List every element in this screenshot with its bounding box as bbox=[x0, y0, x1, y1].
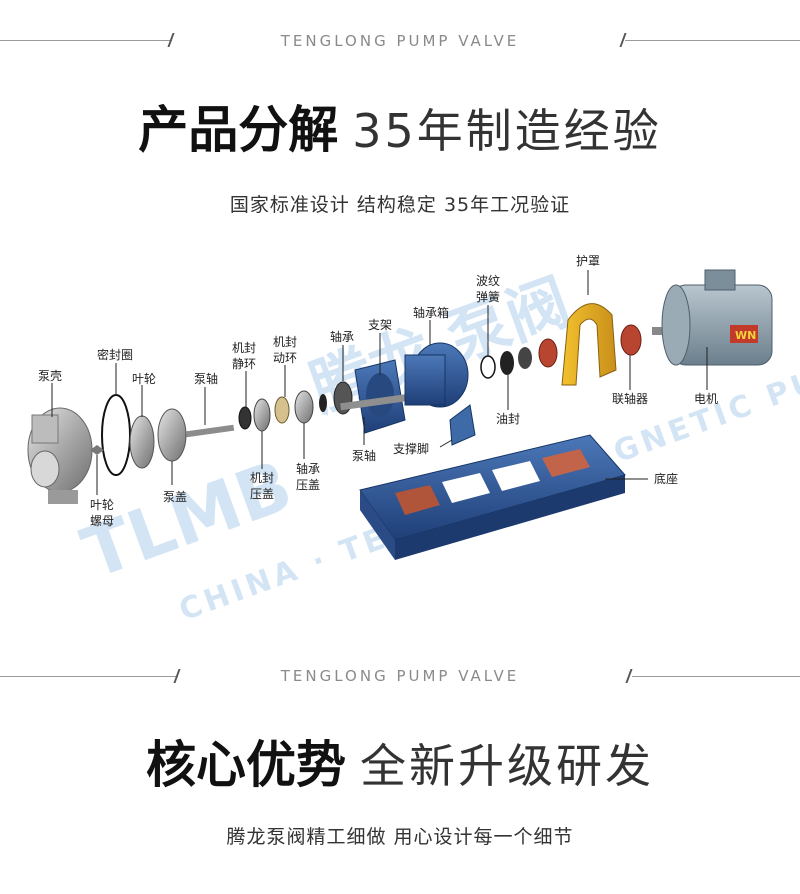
top-rule-right bbox=[625, 40, 800, 41]
label-pump-shaft-bottom: 泵轴 bbox=[352, 448, 376, 463]
label-guard: 护罩 bbox=[576, 254, 600, 268]
mech-seal-rotating-shape bbox=[274, 396, 290, 424]
wave-spring-shape bbox=[480, 355, 496, 379]
oil-seal-shape bbox=[500, 351, 514, 375]
bearing-gland-shape bbox=[294, 390, 314, 424]
label-pump-cover: 泵盖 bbox=[163, 490, 187, 504]
motor-badge: WN bbox=[735, 329, 756, 342]
section1-title-bold: 产品分解 bbox=[138, 101, 339, 159]
pump-shaft-shape bbox=[185, 424, 235, 438]
label-coupling: 联轴器 bbox=[612, 391, 648, 406]
bottom-rule-right bbox=[632, 676, 800, 677]
label-mech-gland-2: 压盖 bbox=[250, 487, 274, 501]
label-wave-spring-1: 波纹 bbox=[476, 274, 500, 288]
label-mech-rotating-2: 动环 bbox=[273, 351, 297, 365]
label-mech-static-1: 机封 bbox=[232, 341, 256, 355]
label-impeller-nut-2: 螺母 bbox=[90, 514, 114, 528]
coupling-half-shape bbox=[538, 338, 558, 368]
mech-seal-static-shape bbox=[238, 406, 252, 430]
top-rule-left bbox=[0, 40, 172, 41]
small-ring-shape bbox=[518, 347, 532, 369]
label-base: 底座 bbox=[654, 471, 678, 486]
brand-top: TENGLONG PUMP VALVE bbox=[280, 32, 520, 50]
section2-title-bold: 核心优势 bbox=[146, 736, 346, 794]
label-pump-shaft-top: 泵轴 bbox=[194, 371, 218, 386]
section2-title: 核心优势全新升级研发 bbox=[0, 725, 800, 797]
bearing-box-shape bbox=[404, 342, 469, 408]
label-bearing: 轴承 bbox=[330, 329, 354, 344]
section1-subtitle: 国家标准设计 结构稳定 35年工况验证 bbox=[229, 194, 571, 216]
leader-lines bbox=[51, 270, 708, 495]
label-impeller: 叶轮 bbox=[132, 372, 156, 386]
impeller-nut-shape bbox=[90, 445, 104, 455]
section2-title-light: 全新升级研发 bbox=[360, 739, 654, 793]
label-bracket: 支架 bbox=[368, 318, 392, 332]
label-bearing-box: 轴承箱 bbox=[413, 305, 449, 320]
impeller-shape bbox=[129, 415, 155, 469]
bottom-rule-left bbox=[0, 676, 178, 677]
support-foot-shape bbox=[449, 404, 476, 446]
label-bearing-gland-2: 压盖 bbox=[296, 478, 320, 492]
label-wave-spring-2: 弹簧 bbox=[476, 289, 500, 304]
diagram-svg: TLMB 腾龙 泵阀 CHINA · TENGLONG MAGNETIC PUM… bbox=[27, 254, 800, 628]
label-pump-casing: 泵壳 bbox=[38, 369, 62, 383]
section1-title-light: 35年制造经验 bbox=[352, 104, 662, 158]
label-impeller-nut-1: 叶轮 bbox=[90, 498, 114, 512]
seal-ring-shape bbox=[101, 394, 131, 476]
pump-casing-shape bbox=[27, 407, 93, 504]
coupling-shape bbox=[620, 324, 642, 356]
exploded-pump-diagram: TLMB 腾龙 泵阀 CHINA · TENGLONG MAGNETIC PUM… bbox=[0, 235, 800, 635]
label-mech-gland-1: 机封 bbox=[250, 471, 274, 485]
base-frame bbox=[359, 434, 626, 560]
guard-shape bbox=[561, 303, 617, 386]
section2-subtitle: 腾龙泵阀精工细做 用心设计每一个细节 bbox=[226, 826, 574, 848]
motor-shape: WN bbox=[661, 269, 773, 366]
label-mech-rotating-1: 机封 bbox=[273, 335, 297, 349]
pump-cover-shape bbox=[157, 408, 187, 462]
label-support-foot: 支撑脚 bbox=[393, 441, 429, 456]
label-mech-static-2: 静环 bbox=[232, 357, 256, 371]
brand-bottom: TENGLONG PUMP VALVE bbox=[280, 667, 520, 685]
mech-seal-gland-shape bbox=[253, 398, 271, 432]
label-motor: 电机 bbox=[694, 392, 718, 406]
bracket-shape bbox=[354, 359, 406, 434]
oring-shape bbox=[319, 394, 327, 412]
label-bearing-gland-1: 轴承 bbox=[296, 461, 320, 476]
label-seal-ring: 密封圈 bbox=[97, 347, 133, 362]
label-oil-seal: 油封 bbox=[496, 412, 520, 426]
